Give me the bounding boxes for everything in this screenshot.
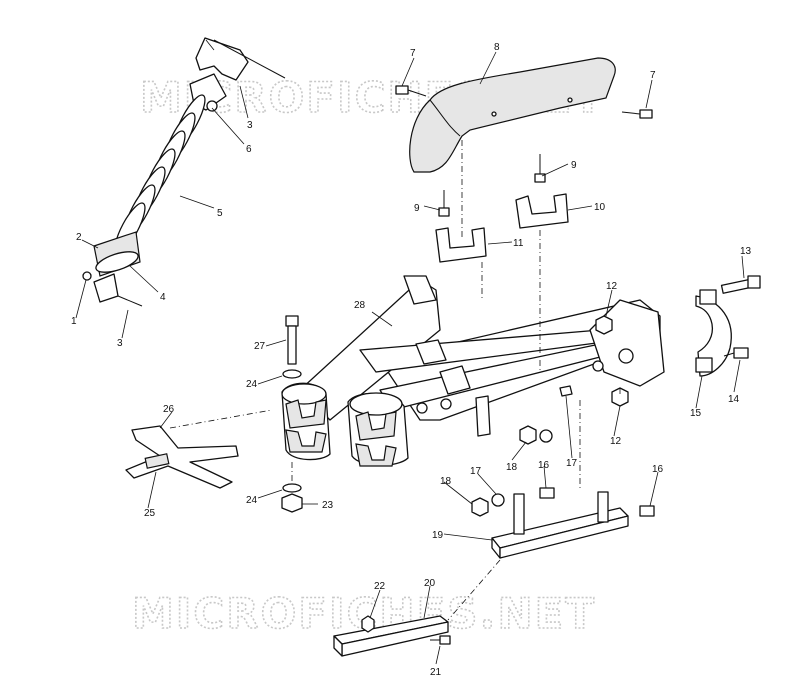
alignment-lines [169, 140, 621, 621]
bolt-16-right [639, 505, 655, 517]
bolt-27 [285, 315, 299, 365]
callout-3-lower: 3 [117, 338, 123, 349]
callout-1: 1 [71, 316, 77, 327]
callout-16-right: 16 [652, 464, 664, 475]
callout-18-upper: 18 [506, 462, 518, 473]
bar-20 [333, 615, 449, 657]
leader-lines [75, 39, 745, 665]
callout-22: 22 [374, 581, 386, 592]
part-1-nut [82, 271, 92, 281]
callout-17-lower: 17 [470, 466, 482, 477]
nut-12-top [595, 315, 613, 335]
bracket-10 [515, 193, 569, 229]
main-frame [281, 275, 665, 467]
callout-26: 26 [163, 404, 175, 415]
callout-12-right: 12 [610, 436, 622, 447]
callout-24-bottom: 24 [246, 495, 258, 506]
bolt-13 [720, 275, 761, 294]
clamp-15-tab [699, 289, 717, 305]
bolt-14 [723, 347, 749, 359]
nut-23 [281, 493, 303, 513]
bolt-16-left [539, 487, 555, 499]
callout-20: 20 [424, 578, 436, 589]
callout-4: 4 [160, 292, 166, 303]
callout-2: 2 [76, 232, 82, 243]
callout-21: 21 [430, 667, 442, 678]
callout-17-upper: 17 [566, 458, 578, 469]
upper-mount-bracket [195, 37, 249, 81]
plate-17-left [475, 395, 491, 437]
callout-7-left: 7 [410, 48, 416, 59]
washer-24-bottom [282, 483, 302, 493]
callout-14: 14 [728, 394, 740, 405]
callout-18-lower: 18 [440, 476, 452, 487]
callout-15: 15 [690, 408, 702, 419]
callout-12-top: 12 [606, 281, 618, 292]
nut-18-upper [519, 425, 537, 445]
callout-8: 8 [494, 42, 500, 53]
nut-22 [361, 615, 375, 633]
callout-6: 6 [246, 144, 252, 155]
callout-9-left: 9 [414, 203, 420, 214]
washer-17-upper [539, 429, 553, 443]
callout-10: 10 [594, 202, 606, 213]
callout-27: 27 [254, 341, 266, 352]
callout-28: 28 [354, 300, 366, 311]
lower-eye [93, 273, 119, 303]
callout-3-upper: 3 [247, 120, 253, 131]
washer-24-top [282, 369, 302, 379]
callout-16-left: 16 [538, 460, 550, 471]
plate-17-right [559, 385, 573, 397]
callout-25: 25 [144, 508, 156, 519]
spring-coils [114, 94, 206, 254]
callout-13: 13 [740, 246, 752, 257]
callout-11: 11 [513, 238, 524, 249]
bolt-21 [430, 635, 451, 645]
top-guard-8 [409, 57, 616, 173]
bracket-11 [435, 227, 487, 263]
shock-absorber [82, 37, 286, 307]
callout-24-top: 24 [246, 379, 258, 390]
bolt-7-right [621, 109, 653, 119]
callout-7-right: 7 [650, 70, 656, 81]
callout-5: 5 [217, 208, 223, 219]
nut-18-lower [471, 497, 489, 517]
callout-9-top: 9 [571, 160, 577, 171]
bolt-9-left [438, 190, 450, 217]
crossbar-19 [491, 491, 629, 559]
callout-19: 19 [432, 530, 444, 541]
callout-23: 23 [322, 500, 334, 511]
callout-labels: 1 2 3 3 4 5 6 7 7 8 9 9 10 11 12 12 13 1… [71, 42, 752, 678]
skid-plate-25 [125, 425, 239, 489]
washer-17-lower [491, 493, 505, 507]
bolt-9-top [534, 154, 546, 183]
